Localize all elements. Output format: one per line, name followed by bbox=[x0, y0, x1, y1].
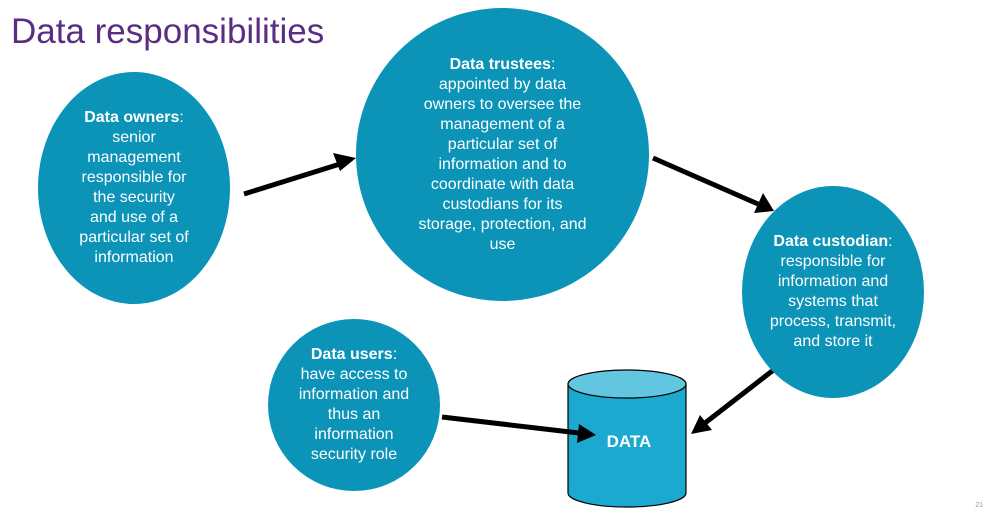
data-store-label: DATA bbox=[607, 432, 652, 451]
arrow-users-to-data bbox=[441, 414, 596, 443]
role-description: appointed by data owners to oversee the … bbox=[418, 75, 587, 253]
role-name: Data users bbox=[310, 346, 393, 363]
role-data-trustees: Data trustees: appointed by data owners … bbox=[356, 8, 649, 301]
role-colon: : bbox=[550, 55, 556, 73]
arrow-trustees-to-custodian bbox=[651, 155, 774, 213]
page-number: 21 bbox=[975, 502, 983, 509]
role-name: Data owners bbox=[84, 109, 180, 126]
role-description: senior management responsible for the se… bbox=[79, 129, 189, 266]
data-store-cylinder: DATA bbox=[567, 369, 687, 508]
role-name: Data custodian bbox=[773, 233, 889, 250]
role-name: Data trustees bbox=[449, 55, 551, 73]
role-colon: : bbox=[392, 346, 398, 363]
cylinder-top bbox=[567, 369, 687, 399]
role-data-owners: Data owners: senior management responsib… bbox=[38, 72, 230, 304]
role-description: responsible for information and systems … bbox=[769, 253, 897, 350]
arrow-owners-to-trustees bbox=[243, 153, 356, 197]
role-data-custodian: Data custodian: responsible for informat… bbox=[742, 186, 924, 398]
cylinder-body bbox=[567, 383, 687, 508]
page-title: Data responsibilities bbox=[11, 12, 325, 51]
role-colon: : bbox=[888, 233, 893, 250]
arrow-custodian-to-data bbox=[691, 366, 778, 434]
role-description: have access to information and thus an i… bbox=[298, 366, 410, 463]
role-colon: : bbox=[179, 109, 184, 126]
arrows bbox=[243, 153, 778, 443]
role-data-users: Data users: have access to information a… bbox=[268, 319, 440, 491]
